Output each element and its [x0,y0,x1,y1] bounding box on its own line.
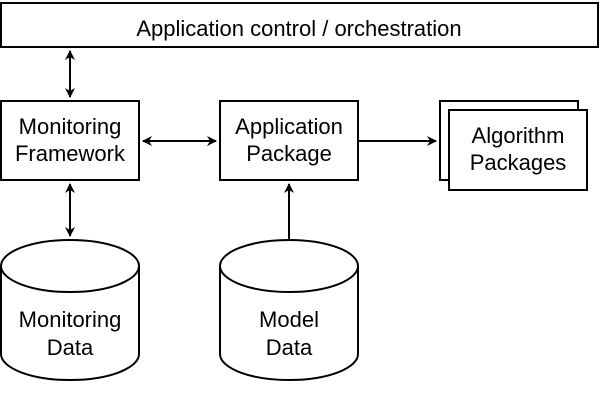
model-data-cylinder-body [219,239,359,381]
monitoring-framework-label-line-1: Monitoring [19,114,122,139]
orchestration-label: Application control / orchestration [136,16,461,41]
algorithm-packages-front-box [448,109,588,191]
algorithm-packages-label-line-2: Packages [470,150,567,175]
model-data-cylinder-rim [219,265,359,293]
application-package-box [219,100,359,181]
monitoring-framework-label-line-2: Framework [15,141,126,166]
algorithm-packages-label-line-1: Algorithm [472,123,565,148]
application-package-node: Application Package [219,100,359,181]
model-data-label-line-1: Model [259,307,319,332]
algorithm-packages-node: Algorithm Packages [439,100,588,191]
monitoring-framework-node: Monitoring Framework [0,100,140,181]
model-data-label-line-2: Data [266,335,313,360]
application-package-label-line-2: Package [246,141,332,166]
monitoring-data-label-line-2: Data [47,335,94,360]
monitoring-data-cylinder-rim [0,265,140,293]
monitoring-data-node: Monitoring Data [0,239,140,381]
monitoring-framework-box [0,100,140,181]
orchestration-box [0,2,599,48]
model-data-node: Model Data [219,239,359,381]
monitoring-data-label-line-1: Monitoring [19,307,122,332]
orchestration-node: Application control / orchestration [0,2,599,48]
monitoring-data-cylinder-body [0,239,140,381]
application-package-label-line-1: Application [235,114,343,139]
